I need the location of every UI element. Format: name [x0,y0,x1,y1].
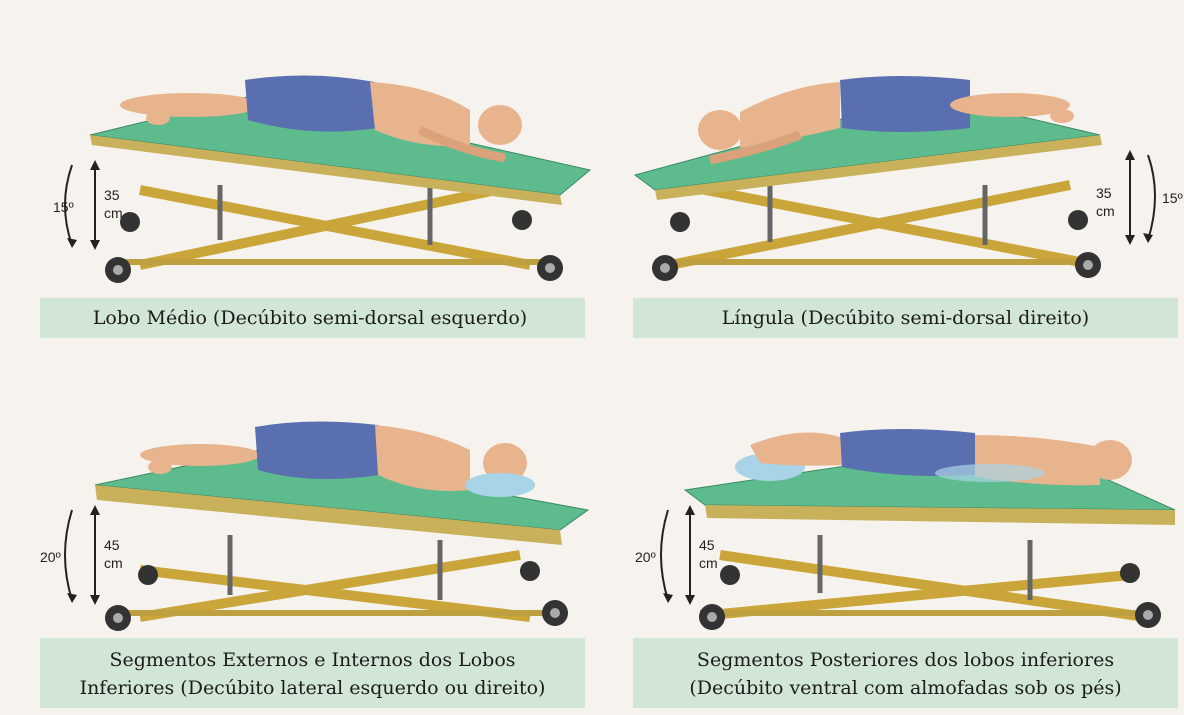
table-wheel [720,565,740,585]
figure-caption-line-1: Segmentos Posteriores dos lobos inferior… [633,645,1178,675]
table-wheel [1068,210,1088,230]
angle-label: 20º [635,549,656,565]
height-indicator [1125,150,1155,245]
table-wheel [120,212,140,232]
figure-caption: Língula (Decúbito semi-dorsal direito) [633,303,1178,333]
figure-lobo-medio: 15º 35 cm Lobo Médio (Decúbito semi-dors… [0,0,600,350]
table-wheel [699,604,725,630]
table-frame [120,185,545,265]
table-wheel [1075,252,1101,278]
height-unit: cm [104,555,123,571]
table-wheel [542,600,568,626]
figure-lingula: 15º 35 cm Língula (Decúbito semi-dorsal … [600,0,1184,350]
height-value: 45 [699,537,715,553]
height-unit: cm [104,205,123,221]
height-indicator [65,505,100,605]
height-value: 35 [104,187,120,203]
table-wheel [1135,602,1161,628]
table-wheel [537,255,563,281]
height-indicator [661,505,695,605]
table-wheel [520,561,540,581]
figure-segmentos-externos-internos: 20º 45 cm Segmentos Externos e Internos … [0,395,600,715]
height-value: 45 [104,537,120,553]
table-wheel [1120,563,1140,583]
figure-caption-line-2: (Decúbito ventral com almofadas sob os p… [633,673,1178,703]
table-frame [120,535,545,617]
table-wheel [512,210,532,230]
height-unit: cm [1096,203,1115,219]
height-unit: cm [699,555,718,571]
figure-caption-line-1: Segmentos Externos e Internos dos Lobos [40,645,585,675]
table-wheel [670,212,690,232]
table-wheel [105,257,131,283]
height-value: 35 [1096,185,1112,201]
angle-label: 15º [1162,190,1183,206]
table-wheel [652,255,678,281]
angle-label: 20º [40,549,61,565]
angle-label: 15º [53,199,74,215]
table-wheel [138,565,158,585]
figure-caption: Lobo Médio (Decúbito semi-dorsal esquerd… [40,303,580,333]
figure-caption-line-2: Inferiores (Decúbito lateral esquerdo ou… [40,673,585,703]
figure-segmentos-posteriores: 20º 45 cm Segmentos Posteriores dos lobo… [600,395,1184,715]
table-wheel [105,605,131,631]
table-frame [700,535,1155,617]
table-frame [660,185,1090,265]
